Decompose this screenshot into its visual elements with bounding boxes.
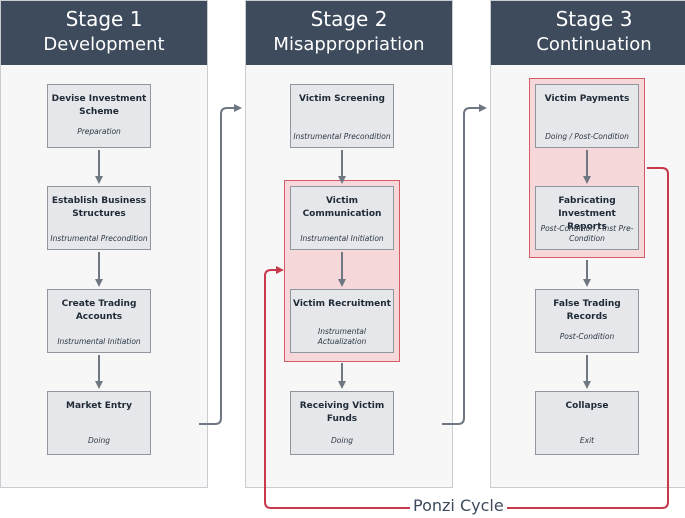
node-subtitle: Doing	[331, 436, 353, 445]
arrow-stage2-to-stage3	[442, 104, 487, 425]
node-title: Victim Payments	[544, 94, 630, 104]
node-fabricating-investment-reports: Fabricating Investment Reports Post-Cond…	[535, 186, 639, 250]
node-devise-investment-scheme: Devise Investment Scheme Preparation	[47, 84, 151, 148]
node-title: Devise Investment Scheme	[51, 94, 147, 117]
stage-3-subtitle: Continuation	[536, 34, 652, 55]
node-subtitle: Doing	[88, 436, 110, 445]
arrow-stage1-to-stage2	[199, 104, 242, 425]
stage-1-header: Stage 1 Development	[1, 1, 207, 65]
stage-2-title: Stage 2	[310, 7, 388, 31]
node-victim-payments: Victim Payments Doing / Post-Condition	[535, 84, 639, 148]
node-subtitle: Instrumental Precondition	[50, 234, 148, 243]
node-subtitle: Post-Condition / Inst Pre-Condition	[540, 224, 634, 243]
node-subtitle: Post-Condition	[559, 332, 615, 341]
node-subtitle: Instrumental Initiation	[300, 234, 384, 243]
stage-1-subtitle: Development	[43, 34, 165, 55]
stage-3-column: Stage 3 Continuation	[490, 0, 685, 488]
node-title: Create Trading Accounts	[61, 299, 137, 322]
node-subtitle: Doing / Post-Condition	[545, 132, 629, 141]
node-collapse: Collapse Exit	[535, 391, 639, 455]
node-title: Victim Screening	[299, 94, 385, 104]
stage-3-title: Stage 3	[555, 7, 633, 31]
node-title: Receiving Victim Funds	[299, 401, 385, 424]
node-subtitle: Instrumental Actualization	[317, 327, 367, 346]
stage-1-title: Stage 1	[65, 7, 143, 31]
ponzi-cycle-label: Ponzi Cycle	[410, 496, 507, 516]
ponzi-cycle-loop	[264, 167, 669, 509]
stage-2-subtitle: Misappropriation	[273, 34, 425, 55]
node-title: Market Entry	[66, 401, 132, 411]
node-create-trading-accounts: Create Trading Accounts Instrumental Ini…	[47, 289, 151, 353]
node-title: Collapse	[565, 401, 609, 411]
node-market-entry: Market Entry Doing	[47, 391, 151, 455]
node-subtitle: Preparation	[77, 127, 121, 136]
node-victim-recruitment: Victim Recruitment Instrumental Actualiz…	[290, 289, 394, 353]
node-subtitle: Instrumental Initiation	[57, 337, 141, 346]
node-title: False Trading Records	[553, 299, 621, 322]
node-false-trading-records: False Trading Records Post-Condition	[535, 289, 639, 353]
stage-2-header: Stage 2 Misappropriation	[246, 1, 452, 65]
node-title: Victim Communication	[302, 196, 382, 219]
stage-3-header: Stage 3 Continuation	[491, 1, 685, 65]
node-subtitle: Instrumental Precondition	[293, 132, 391, 141]
node-victim-communication: Victim Communication Instrumental Initia…	[290, 186, 394, 250]
node-victim-screening: Victim Screening Instrumental Preconditi…	[290, 84, 394, 148]
node-establish-business-structures: Establish Business Structures Instrument…	[47, 186, 151, 250]
node-receiving-victim-funds: Receiving Victim Funds Doing	[290, 391, 394, 455]
node-subtitle: Exit	[579, 436, 595, 445]
node-title: Fabricating Investment Reports	[558, 196, 616, 232]
node-title: Victim Recruitment	[293, 299, 391, 309]
node-title: Establish Business Structures	[51, 196, 147, 219]
